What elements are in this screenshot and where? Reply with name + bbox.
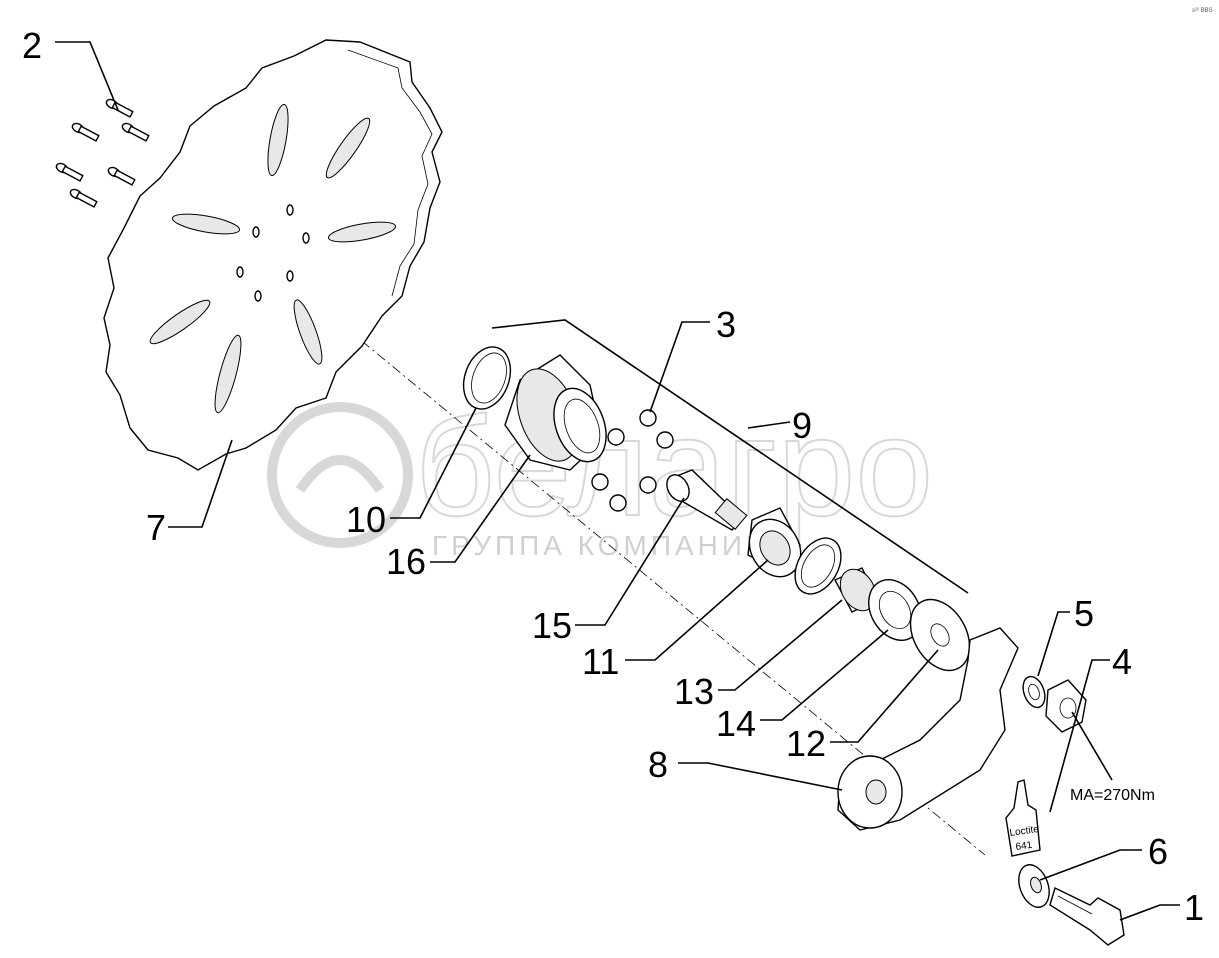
label-part-13: 13: [674, 671, 714, 712]
disc-slot: [214, 334, 242, 414]
arm-8: [837, 627, 1019, 831]
disc-bolt-holes: [236, 204, 310, 302]
nut: [609, 494, 627, 512]
bolt: [105, 98, 134, 118]
leader-10: [390, 407, 477, 519]
leader-9: [747, 421, 791, 429]
leader-8: [678, 762, 843, 791]
label-part-8: 8: [648, 744, 668, 785]
disc-rim-shadow: [347, 49, 433, 297]
leader-3: [649, 321, 710, 413]
watermark: белагро ГРУППА КОМПАНИЙ: [267, 387, 934, 561]
disc-slot: [149, 299, 211, 345]
disc-hole: [302, 232, 310, 244]
watermark-logo-arc: [295, 455, 385, 493]
leader-14: [760, 629, 889, 721]
label-part-10: 10: [346, 499, 386, 540]
disc-hole: [286, 270, 294, 282]
label-part-7: 7: [146, 507, 166, 548]
disc-slot: [327, 221, 397, 243]
bolt: [71, 122, 100, 142]
leader-11: [625, 559, 769, 661]
label-part-6: 6: [1148, 831, 1168, 872]
nut: [591, 473, 609, 491]
nut: [639, 476, 657, 494]
nut: [639, 409, 657, 427]
bottle-label-code: 641: [1015, 840, 1033, 853]
seal-14: [868, 579, 922, 641]
bolt: [55, 162, 84, 182]
disc-bolts: [55, 98, 150, 208]
label-part-9: 9: [792, 405, 812, 446]
leader-5: [1037, 611, 1070, 677]
label-part-11: 11: [582, 641, 619, 682]
watermark-logo-ring: [267, 402, 413, 548]
washer-6: [1018, 864, 1050, 908]
washer-12: [909, 598, 971, 672]
disc-hole: [286, 204, 294, 216]
label-part-4: 4: [1112, 641, 1132, 682]
circlip-13: [794, 537, 842, 595]
disc-outline: [103, 39, 443, 471]
watermark-subtitle: ГРУППА КОМПАНИЙ: [432, 530, 770, 561]
group-bracket-9: [491, 319, 969, 594]
disc-slot: [267, 104, 289, 176]
bolt: [69, 188, 98, 208]
label-part-16: 16: [386, 541, 426, 582]
label-part-1: 1: [1184, 887, 1204, 928]
leader-7: [168, 439, 233, 528]
leader-13: [718, 599, 843, 691]
label-part-15: 15: [532, 605, 572, 646]
disc-hole: [254, 290, 262, 302]
label-part-2: 2: [22, 25, 42, 66]
disc-slots: [149, 104, 397, 414]
torque-note: MA=270Nm: [1070, 787, 1155, 804]
leader-1: [1119, 904, 1180, 921]
leader-12: [830, 649, 939, 743]
leader-4: [1049, 659, 1110, 813]
hub-nuts: [591, 409, 674, 512]
corner-mark: s²² BBS: [1192, 8, 1213, 14]
loctite-bottle: Loctite 641: [1005, 779, 1041, 857]
axle-15: [666, 469, 748, 531]
bolt: [107, 166, 136, 186]
disc-slot: [325, 117, 371, 179]
assembly-axis: [299, 289, 986, 856]
serrated-disc: [103, 39, 443, 471]
disc-hole: [236, 266, 244, 278]
leader-6: [1039, 849, 1142, 881]
disc-slot: [171, 213, 241, 235]
watermark-brand: белагро: [415, 388, 933, 545]
nut: [607, 428, 625, 446]
label-part-3: 3: [716, 304, 736, 345]
bolt-1: [1049, 887, 1125, 946]
bolt: [121, 122, 150, 142]
washer-5: [1022, 675, 1046, 709]
label-part-12: 12: [786, 723, 826, 764]
label-part-14: 14: [716, 703, 756, 744]
leader-15: [575, 497, 685, 626]
disc-slot: [293, 299, 323, 365]
part-numbers: 2 3 9 7 10 16 15 11 13 14 12 8 5 4 6 1: [22, 25, 1204, 928]
bearing-11: [747, 507, 802, 578]
leader-torque: [1071, 711, 1113, 781]
nut: [656, 431, 674, 449]
bottle-label-brand: Loctite: [1009, 824, 1040, 839]
leader-16: [430, 454, 531, 563]
label-part-5: 5: [1074, 593, 1094, 634]
leader-2: [55, 41, 119, 111]
hub-16: [504, 354, 607, 471]
leader-lines: [55, 41, 1180, 921]
disc-hole: [252, 226, 260, 238]
